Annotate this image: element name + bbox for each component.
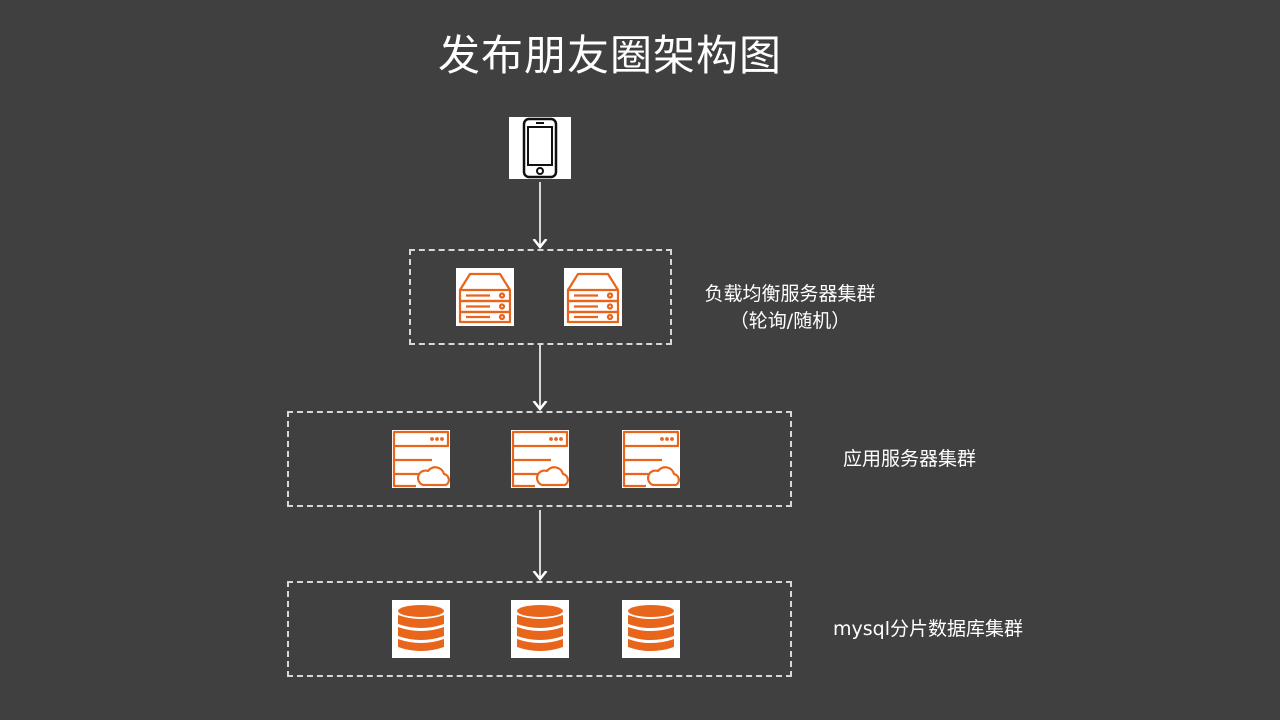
server-rack-icon: [564, 268, 622, 326]
cloud-server-icon: [622, 430, 680, 488]
load-balancer-label-line-1: 负载均衡服务器集群: [704, 283, 876, 305]
cloud-server-icon: [511, 430, 569, 488]
server-rack-icon: [456, 268, 514, 326]
database-icon: [622, 600, 680, 658]
database-icon: [392, 600, 450, 658]
app-server-label-line-1: 应用服务器集群: [843, 448, 977, 470]
mysql-shard-cluster: [287, 581, 792, 677]
app-server-label: 应用服务器集群: [843, 446, 976, 473]
cloud-server-icon: [392, 430, 450, 488]
load-balancer-label-line-2: （轮询/随机）: [729, 310, 851, 332]
load-balancer-label: 负载均衡服务器集群 （轮询/随机）: [690, 281, 890, 335]
load-balancer-cluster: [409, 249, 672, 345]
page-title: 发布朋友圈架构图: [437, 31, 782, 80]
app-server-cluster: [287, 411, 792, 507]
smartphone-icon: [509, 117, 571, 179]
mysql-shard-label: mysql分片数据库集群: [833, 616, 1023, 643]
mysql-shard-label-line-1: mysql分片数据库集群: [833, 618, 1023, 640]
database-icon: [511, 600, 569, 658]
